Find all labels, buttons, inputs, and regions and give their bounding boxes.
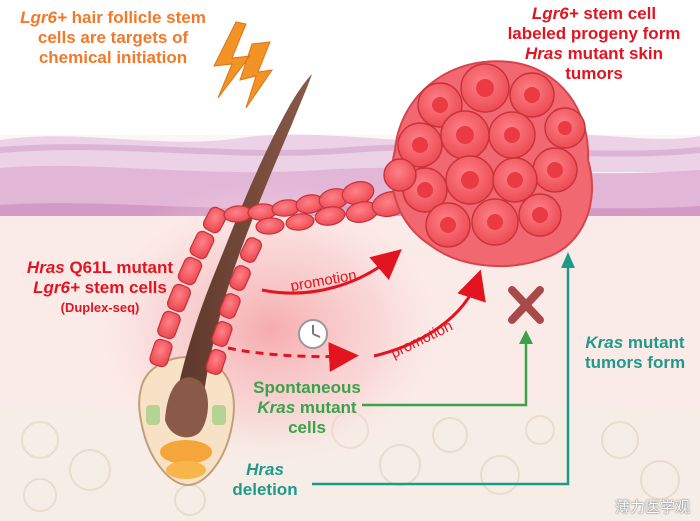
bulge-green-right <box>212 405 226 425</box>
kras-connector-line <box>362 338 528 407</box>
promotion-arrow-lower <box>373 269 486 358</box>
hras-deletion-line <box>312 262 570 486</box>
tumor-formation-label: Lgr6+ stem cell labeled progeny form Hra… <box>507 4 681 84</box>
tumor-mass <box>383 60 593 268</box>
kras-tumors-form-label: Kras mutant tumors form <box>584 333 686 373</box>
papilla-lower <box>166 461 206 479</box>
sheath-cells-right <box>205 237 263 375</box>
dashed-arrow <box>227 342 359 373</box>
watermark: 薄力医学观 <box>614 498 690 516</box>
hras-deletion-label: Hras deletion <box>232 460 298 500</box>
background-top <box>0 0 700 135</box>
sheath-cells-left <box>149 206 228 368</box>
papilla-upper <box>160 440 212 464</box>
spontaneous-kras-label: Spontaneous Kras mutant cells <box>253 378 361 438</box>
hras-mutant-stem-cells-label: Hras Q61L mutant Lgr6+ stem cells (Duple… <box>10 258 190 315</box>
promotion-arrow-upper <box>261 249 402 295</box>
lightning-bolt-icon <box>213 21 274 109</box>
hair-shaft <box>172 74 312 425</box>
progeny-streak <box>223 181 409 235</box>
bulge-green-left <box>146 405 160 425</box>
duplex-seq-label: (Duplex-seq) <box>60 300 140 316</box>
hair-root <box>165 377 208 438</box>
initiation-label: Lgr6+ hair follicle stem cells are targe… <box>20 8 206 68</box>
x-mark-icon <box>508 286 544 324</box>
clock-icon <box>298 319 328 349</box>
